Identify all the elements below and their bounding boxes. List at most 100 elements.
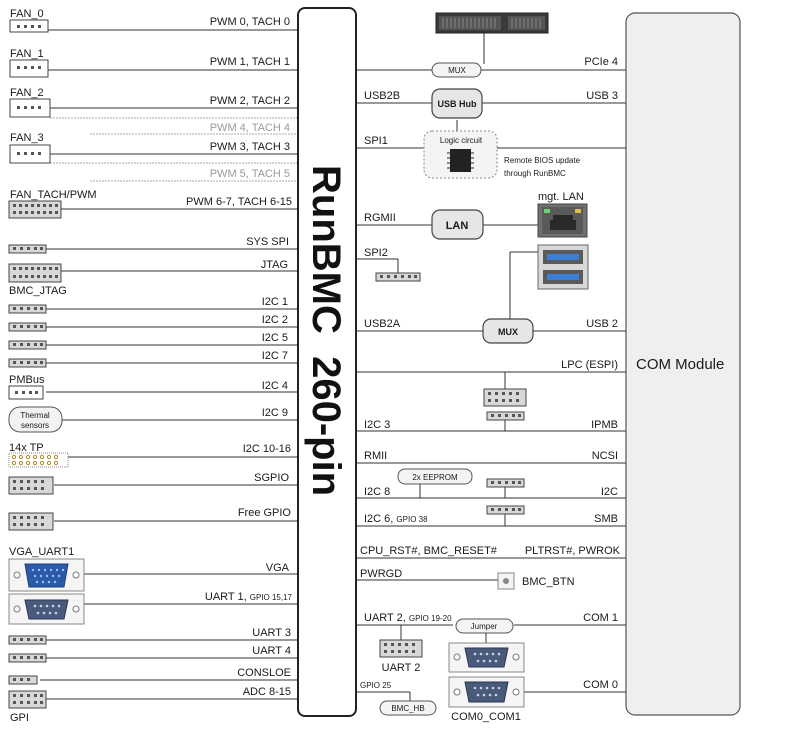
free-gpio-connector [8,512,54,531]
i2c7-connector [8,358,47,368]
spi1-label: SPI1 [364,135,388,147]
left-signal-labels: PWM 0, TACH 0 PWM 1, TACH 1 PWM 2, TACH … [186,16,293,698]
i2c7-label: I2C 7 [262,350,288,362]
i2c6-gpio-text: GPIO 38 [396,515,428,524]
com-module-box [625,12,741,716]
usb-ports-icon [537,244,589,290]
lpc-header-connector [483,388,527,407]
uart2-header-connector [379,639,423,658]
uart1-label: UART 1, GPIO 15,17 [205,591,293,603]
mux-usb-label: MUX [498,327,518,337]
i2c4-label: I2C 4 [262,380,288,392]
mux-usb-block: MUX [482,318,534,344]
rgmii-label: RGMII [364,212,396,224]
mux-top-label: MUX [448,66,466,75]
fan3-connector [9,144,51,164]
uart1-db9-icon [8,593,85,625]
pmbus-connector [8,385,44,400]
runbmc-module-box [297,7,357,717]
uart2-conn-label: UART 2 [382,662,421,674]
usb2a-label: USB2A [364,318,401,330]
remote-bios-line2: through RunBMC [504,169,566,178]
left-signal-lines [40,29,298,700]
jumper-label: Jumper [471,622,498,631]
remote-bios-line1: Remote BIOS update [504,156,581,165]
lan-block: LAN [431,209,484,240]
eeprom-block: 2x EEPROM [397,468,473,485]
vga-uart1-label: VGA_UART1 [9,546,74,558]
fan-tach-pwm-connector [8,200,62,219]
fan0-connector [9,19,49,33]
thermal-sensors-line2: sensors [21,421,49,430]
i2c1016-label: I2C 10-16 [243,443,291,455]
pwm0-label: PWM 0, TACH 0 [210,16,290,28]
vga-label: VGA [266,562,290,574]
gpio25-label: GPIO 25 [360,681,392,690]
vga-connector-icon [8,558,85,592]
fan0-label: FAN_0 [10,8,44,20]
pwrgd-label: PWRGD [360,568,402,580]
logic-circuit-block: Logic circuit [423,130,498,179]
bmc-jtag-label: BMC_JTAG [9,285,67,297]
consloe-label: CONSLOE [237,667,291,679]
rj45-port-icon [537,203,588,238]
pcie4-label: PCIe 4 [584,56,618,68]
i2c-connector [486,478,525,488]
fan3-label: FAN_3 [10,132,44,144]
com1-db9-icon [448,642,525,673]
tp14x-connector [8,452,69,468]
eeprom-label: 2x EEPROM [412,473,458,482]
i2c6-label: I2C 6, GPIO 38 [364,513,428,525]
ncsi-label: NCSI [592,450,618,462]
gpi-label: GPI [10,712,29,724]
i2c3-label: I2C 3 [364,419,390,431]
pmbus-label: PMBus [9,374,45,386]
usb2-label: USB 2 [586,318,618,330]
bmc-hb-block: BMC_HB [379,700,437,716]
bmc-hb-label: BMC_HB [391,704,424,713]
i2c5-label: I2C 5 [262,332,288,344]
uart4-connector [8,653,47,663]
usb2b-label: USB2B [364,90,400,102]
pcie-slot-icon [435,12,549,34]
adc-gpi-connector [8,690,47,709]
jumper-block: Jumper [455,618,514,634]
spi2-connector [375,272,421,282]
bmc-btn-label: BMC_BTN [522,576,575,588]
com-signal-labels: PCIe 4 USB 3 USB 2 LPC (ESPI) IPMB NCSI … [525,56,621,691]
com-module-label: COM Module [636,356,724,373]
com-i2c-label: I2C [601,486,618,498]
right-signal-labels: USB2B SPI1 RGMII SPI2 USB2A I2C 3 RMII I… [360,90,498,690]
thermal-sensors-line1: Thermal [20,411,50,420]
usb-hub-label: USB Hub [438,99,477,109]
usb3-label: USB 3 [586,90,618,102]
uart3-connector [8,635,47,645]
logic-circuit-label: Logic circuit [440,136,483,145]
spi2-label: SPI2 [364,247,388,259]
pltrst-label: PLTRST#, PWROK [525,545,621,557]
pwm1-label: PWM 1, TACH 1 [210,56,290,68]
i2c2-label: I2C 2 [262,314,288,326]
pwm67-label: PWM 6-7, TACH 6-15 [186,196,292,208]
com0-com1-label: COM0_COM1 [451,711,521,723]
smb-connector [486,505,525,515]
uart2-label: UART 2, GPIO 19-20 [364,612,452,624]
i2c1-label: I2C 1 [262,296,288,308]
thermal-sensors-box: Thermal sensors [8,406,63,433]
com1-label: COM 1 [583,612,618,624]
smb-label: SMB [594,513,618,525]
uart1-gpio-text: GPIO 15,17 [250,593,293,602]
sys-spi-connector [8,244,47,254]
logic-chip-icon [450,149,471,172]
jtag-label: JTAG [261,259,288,271]
mgt-lan-label: mgt. LAN [538,191,584,203]
i2c5-connector [8,340,47,350]
i2c1-connector [8,304,47,314]
fan2-label: FAN_2 [10,87,44,99]
sys-spi-label: SYS SPI [246,236,289,248]
free-gpio-label: Free GPIO [238,507,292,519]
i2c6-text: I2C 6, [364,513,393,525]
rmii-label: RMII [364,450,387,462]
pwm5-label: PWM 5, TACH 5 [210,168,290,180]
jtag-connector [8,263,62,283]
